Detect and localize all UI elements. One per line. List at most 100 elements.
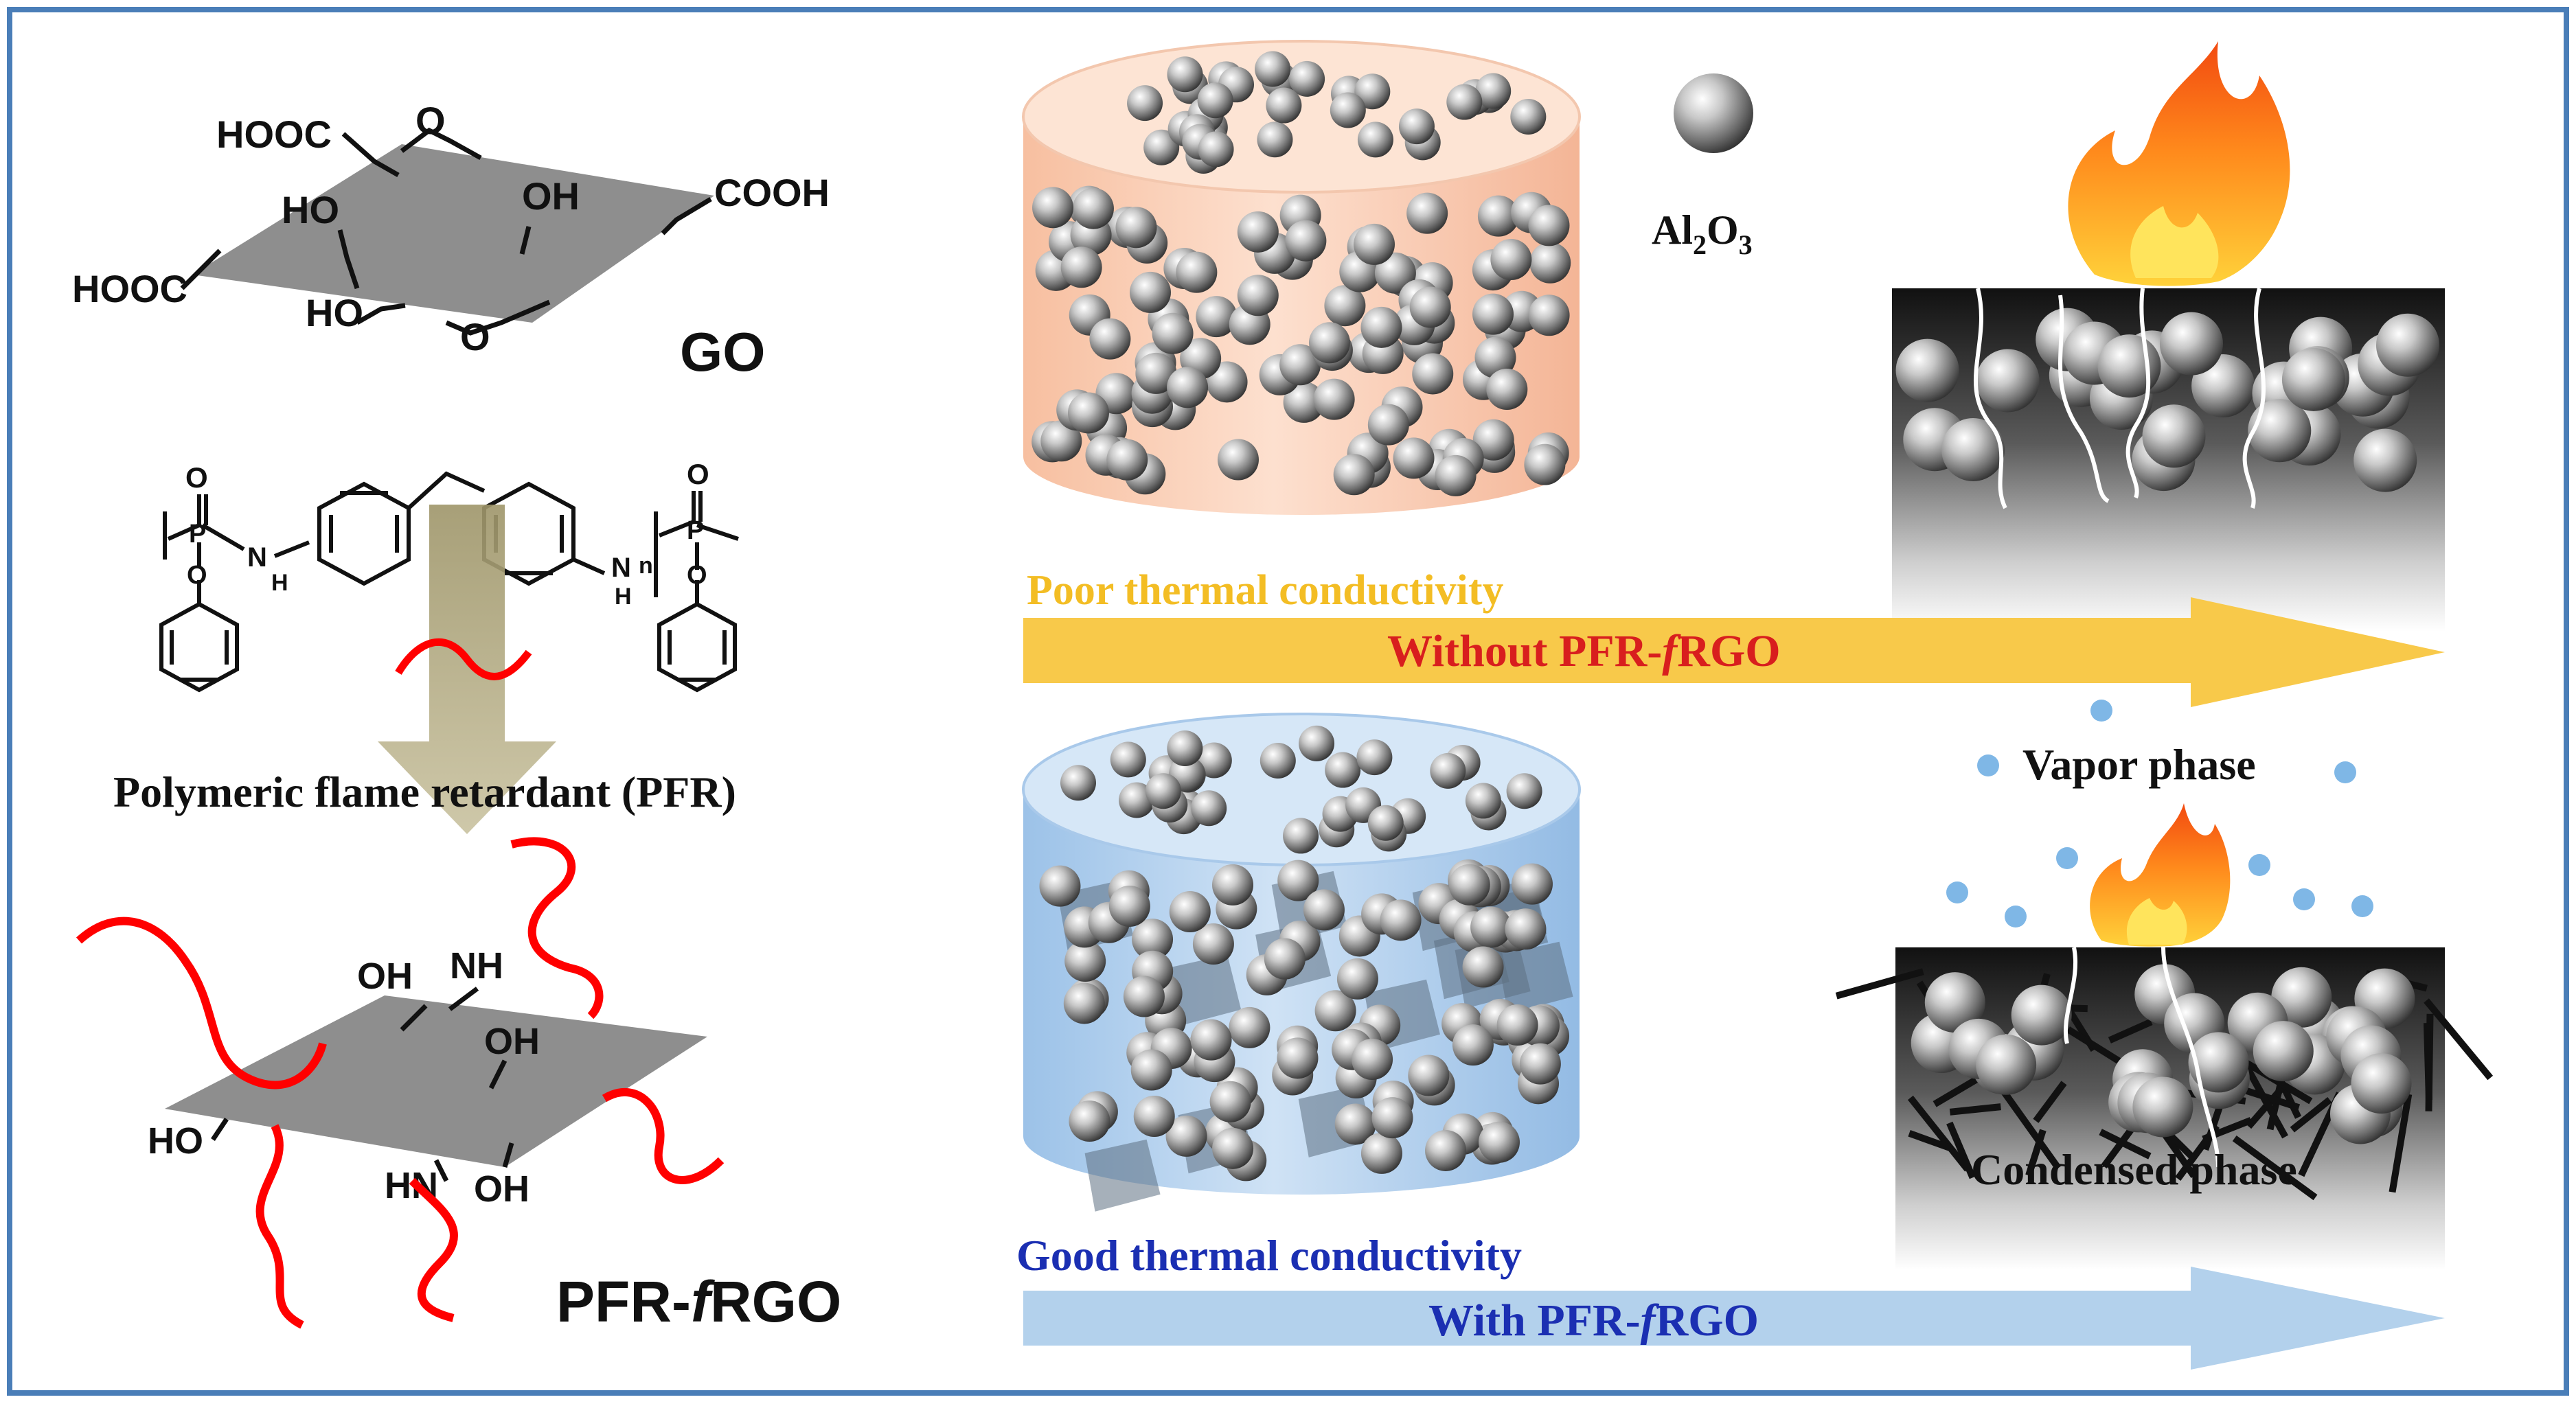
bottom-char-particles <box>1911 964 2415 1144</box>
alumina-particle <box>1356 739 1393 776</box>
graphene-sheet <box>1084 1139 1161 1212</box>
alumina-particle <box>1360 1132 1402 1174</box>
vapor-dot <box>2248 854 2270 876</box>
alumina-particle <box>1360 306 1402 348</box>
graphene-sheet <box>1165 954 1242 1027</box>
char-particle <box>2011 984 2072 1046</box>
bottom-char-layer: Condensed phase <box>1835 803 2494 1270</box>
alumina-particle <box>1132 919 1174 960</box>
char-particle <box>2159 312 2223 376</box>
alumina-particle <box>1192 923 1234 965</box>
alumina-particle <box>1237 275 1279 316</box>
alumina-particle <box>1283 818 1319 854</box>
top-process-arrow: Poor thermal conductivity Without PFR-fR… <box>1023 567 2445 707</box>
char-particle <box>2097 334 2161 398</box>
poor-conductivity-label: Poor thermal conductivity <box>1027 567 1504 614</box>
blue-cylinder-particles <box>1039 725 1570 1182</box>
vapor-dot <box>2090 700 2112 722</box>
go-group-epoxy-top: O <box>415 99 446 142</box>
alumina-particle <box>1196 742 1232 779</box>
char-fiber <box>2424 998 2494 1081</box>
char-particle <box>1895 338 1959 402</box>
alumina-particle <box>1308 322 1350 364</box>
alumina-particle <box>1510 99 1547 135</box>
alumina-particle <box>1529 242 1571 284</box>
alumina-particle <box>1167 367 1209 408</box>
go-group-cooh: COOH <box>714 171 830 214</box>
alumina-particle <box>1475 73 1512 109</box>
alumina-particle <box>1393 437 1435 479</box>
char-fiber <box>2025 1129 2047 1177</box>
alumina-particle <box>1435 454 1477 496</box>
alumina-particle <box>1167 730 1203 766</box>
char-fiber <box>2108 1018 2153 1044</box>
vapor-dot <box>1946 881 1968 903</box>
pfr-atom-h-left: H <box>271 570 288 596</box>
alumina-particle <box>1314 990 1356 1032</box>
alumina-particle <box>1374 252 1416 294</box>
alumina-particle <box>1524 443 1566 485</box>
vapor-dot <box>1977 754 1999 776</box>
alumina-particle <box>1474 336 1516 378</box>
alumina-particle <box>1089 318 1131 360</box>
alumina-particle <box>1406 192 1448 234</box>
pfr-repeat-n: n <box>639 553 653 579</box>
alumina-particle <box>1357 122 1393 158</box>
with-frgo-prefix: With PFR- <box>1428 1295 1641 1346</box>
alumina-particle <box>1060 765 1097 801</box>
al2o3-sub1: 2 <box>1693 229 1707 260</box>
alumina-particle <box>1110 741 1146 778</box>
frgo-group-oh-2: OH <box>484 1021 540 1062</box>
alumina-particle <box>1191 790 1227 827</box>
condensed-phase-label: Condensed phase <box>1971 1145 2297 1194</box>
alumina-particle <box>1412 353 1454 395</box>
alumina-particle <box>1313 378 1355 420</box>
alumina-particle <box>1371 1097 1413 1139</box>
char-fiber <box>1946 1121 1976 1179</box>
alumina-particle <box>1130 1049 1172 1091</box>
char-fiber <box>2232 1136 2318 1201</box>
alumina-particle <box>1264 938 1306 980</box>
alumina-particle <box>1462 946 1504 988</box>
alumina-particle <box>1367 805 1404 841</box>
char-fiber <box>2001 1090 2062 1171</box>
alumina-particle <box>1127 85 1163 122</box>
bottom-flame-icon <box>2090 803 2231 947</box>
char-particle <box>1976 1034 2037 1095</box>
alumina-particle <box>1506 773 1542 809</box>
alumina-particle <box>1333 454 1375 496</box>
top-flame-core-icon <box>2130 206 2219 278</box>
pfr-atom-h-right: H <box>615 584 632 610</box>
alumina-particle <box>1266 87 1302 124</box>
top-char-layer <box>1892 41 2445 632</box>
blue-arrow <box>1023 1267 2445 1370</box>
bottom-char-cracks <box>2063 947 2220 1168</box>
char-fiber <box>2423 1022 2432 1100</box>
yellow-arrow <box>1023 597 2445 707</box>
alumina-particle <box>1425 1129 1467 1171</box>
alumina-particle <box>1169 891 1211 933</box>
frgo-polymer-chains <box>76 837 725 1329</box>
char-particle <box>2253 1021 2314 1082</box>
alumina-particle <box>1334 1103 1376 1145</box>
composite-cylinder-good <box>1022 713 1581 1212</box>
char-particle <box>2142 404 2206 468</box>
alumina-particle <box>1448 864 1490 906</box>
frgo-label: PFR-fRGO <box>556 1269 841 1334</box>
char-particle <box>2351 1053 2412 1114</box>
reaction-down-arrow <box>378 505 556 834</box>
alumina-particle <box>1446 84 1483 120</box>
alumina-particle <box>1486 369 1528 411</box>
go-structure: HOOC O HO OH COOH HOOC HO O GO <box>72 99 830 382</box>
alumina-particle <box>1135 352 1177 394</box>
pfr-frgo-structure: OH NH OH HO HN OH PFR-fRGO <box>76 837 841 1334</box>
alumina-particle <box>1367 404 1409 446</box>
go-group-oh-right: OH <box>522 174 580 218</box>
with-frgo-label: With PFR-fRGO <box>1428 1295 1759 1346</box>
alumina-particle <box>1465 783 1501 819</box>
frgo-sheet <box>165 995 707 1167</box>
alumina-particle <box>1069 1100 1110 1142</box>
alumina-particle <box>1354 223 1395 265</box>
vapor-dots <box>1946 700 2373 927</box>
pfr-atom-o-left: O <box>185 461 208 494</box>
